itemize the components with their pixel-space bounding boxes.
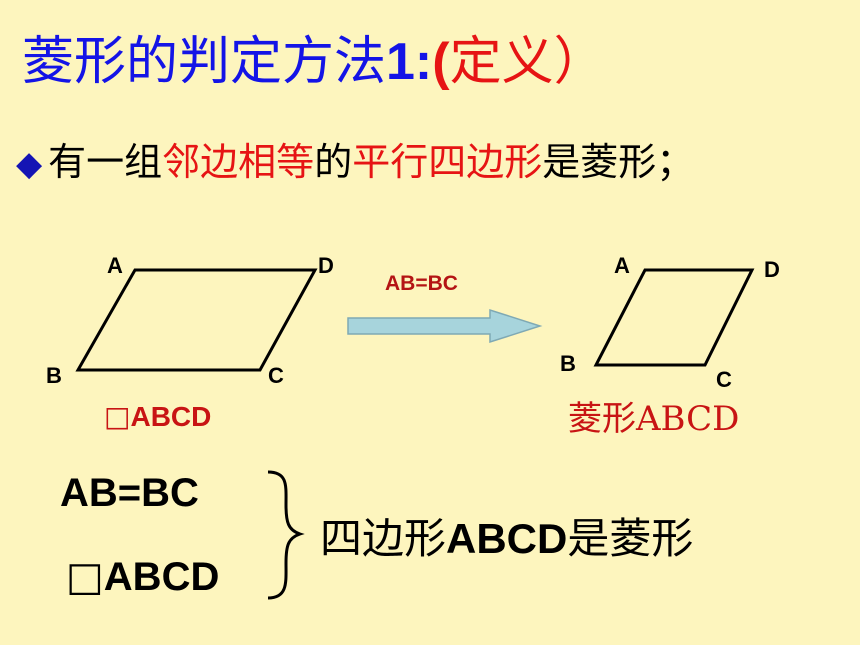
right-vertex-d: D bbox=[764, 257, 780, 282]
slide-title: 菱形的判定方法1:(定义） bbox=[22, 30, 606, 94]
parallelogram-symbol: □ bbox=[104, 400, 131, 433]
conclusion-post: 是菱形 bbox=[567, 514, 694, 563]
right-brace-shape bbox=[267, 470, 305, 600]
title-paren-open: ( bbox=[432, 33, 450, 91]
condition-parallelogram-symbol: □ bbox=[66, 554, 104, 600]
arrow-condition-label: AB=BC bbox=[385, 272, 458, 295]
conclusion-bold: ABCD bbox=[446, 515, 568, 562]
statement-part3: 的 bbox=[314, 140, 353, 184]
left-vertex-c: C bbox=[268, 363, 284, 388]
left-vertex-d: D bbox=[318, 253, 334, 278]
condition-parallelogram: □ABCD bbox=[66, 554, 219, 600]
definition-statement: ◆有一组邻边相等的平行四边形是菱形； bbox=[16, 138, 694, 188]
parallelogram-caption-text: ABCD bbox=[130, 401, 212, 432]
rhombus-shape bbox=[593, 268, 755, 367]
condition-parallelogram-text: ABCD bbox=[103, 555, 220, 599]
arrow-shape bbox=[347, 308, 543, 344]
condition-ab-equals-bc: AB=BC bbox=[60, 471, 199, 515]
parallelogram-shape bbox=[75, 268, 318, 372]
right-vertex-b: B bbox=[560, 351, 576, 376]
statement-part5: 是菱形； bbox=[542, 140, 695, 184]
conclusion-statement: 四边形ABCD是菱形 bbox=[320, 514, 693, 564]
rhombus-caption: 菱形ABCD bbox=[568, 399, 740, 439]
left-vertex-a: A bbox=[107, 253, 123, 278]
right-vertex-a: A bbox=[614, 253, 630, 278]
title-number: 1: bbox=[386, 33, 433, 91]
statement-part4: 平行四边形 bbox=[352, 140, 543, 184]
diamond-bullet-icon: ◆ bbox=[16, 144, 43, 184]
title-main: 菱形的判定方法 bbox=[22, 32, 387, 92]
right-vertex-c: C bbox=[716, 367, 732, 392]
statement-part1: 有一组 bbox=[48, 140, 163, 184]
conclusion-pre: 四边形 bbox=[320, 514, 447, 563]
title-paren-content: 定义） bbox=[449, 32, 606, 92]
parallelogram-caption: □ABCD bbox=[104, 400, 211, 434]
left-vertex-b: B bbox=[46, 363, 62, 388]
statement-part2: 邻边相等 bbox=[162, 140, 315, 184]
